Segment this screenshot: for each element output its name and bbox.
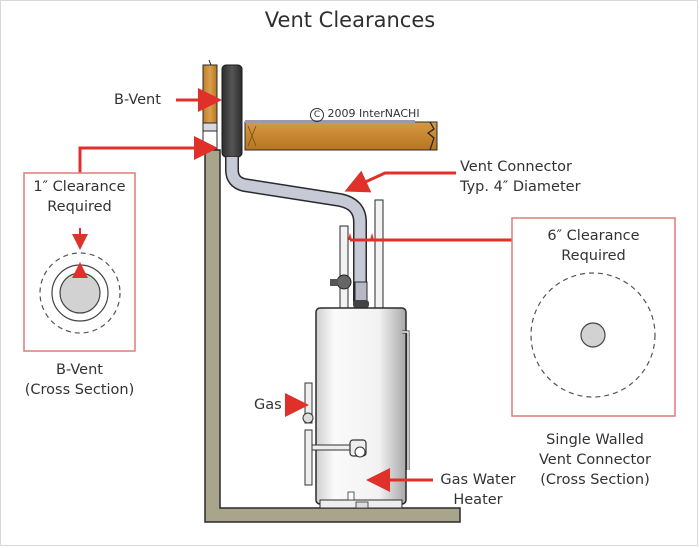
ceiling-joist bbox=[244, 120, 438, 151]
vent-connector-line-1: Vent Connector bbox=[460, 159, 572, 175]
water-pipes bbox=[330, 199, 384, 309]
b-vent-cross-section-caption: B-Vent (Cross Section) bbox=[14, 360, 145, 400]
heading-line-2: Required bbox=[47, 199, 112, 215]
caption-line-2: (Cross Section) bbox=[24, 382, 135, 398]
copyright-icon: C bbox=[310, 108, 324, 122]
vent-connector-label: Vent Connector Typ. 4″ Diameter bbox=[460, 157, 581, 197]
six-inch-clearance-heading: 6″ Clearance Required bbox=[512, 226, 675, 266]
caption-line-1: Single Walled bbox=[546, 432, 644, 448]
copyright-notice: C 2009 InterNACHI bbox=[310, 107, 420, 122]
six-inch-ticks bbox=[348, 233, 374, 240]
vent-connector-arrow bbox=[344, 170, 456, 193]
caption-line-2: Vent Connector bbox=[539, 452, 651, 468]
gwh-line-2: Heater bbox=[453, 492, 503, 508]
wall-and-floor bbox=[204, 149, 461, 523]
single-walled-caption: Single Walled Vent Connector (Cross Sect… bbox=[520, 430, 670, 490]
gas-water-heater-label: Gas Water Heater bbox=[438, 470, 518, 510]
vent-connector-pipe bbox=[225, 157, 369, 308]
wall-stud bbox=[202, 59, 218, 150]
caption-line-1: B-Vent bbox=[56, 362, 103, 378]
one-inch-clearance-leader bbox=[78, 136, 218, 173]
vent-connector-line-2: Typ. 4″ Diameter bbox=[460, 179, 581, 195]
gas-label: Gas bbox=[254, 397, 282, 413]
heading-line-1: 1″ Clearance bbox=[33, 179, 126, 195]
b-vent-pipe bbox=[221, 64, 243, 158]
heading-line-1: 6″ Clearance bbox=[547, 228, 640, 244]
b-vent-label: B-Vent bbox=[114, 92, 161, 108]
b-vent-cross-section bbox=[23, 172, 136, 352]
heading-line-2: Required bbox=[561, 248, 626, 264]
leaders bbox=[78, 88, 512, 492]
diagram-title: Vent Clearances bbox=[264, 8, 436, 32]
caption-line-3: (Cross Section) bbox=[540, 472, 650, 488]
copyright-text: 2009 InterNACHI bbox=[327, 107, 420, 120]
single-walled-cross-section bbox=[511, 217, 676, 417]
gwh-line-1: Gas Water bbox=[440, 472, 516, 488]
one-inch-clearance-heading: 1″ Clearance Required bbox=[24, 177, 135, 217]
water-heater bbox=[302, 307, 410, 509]
